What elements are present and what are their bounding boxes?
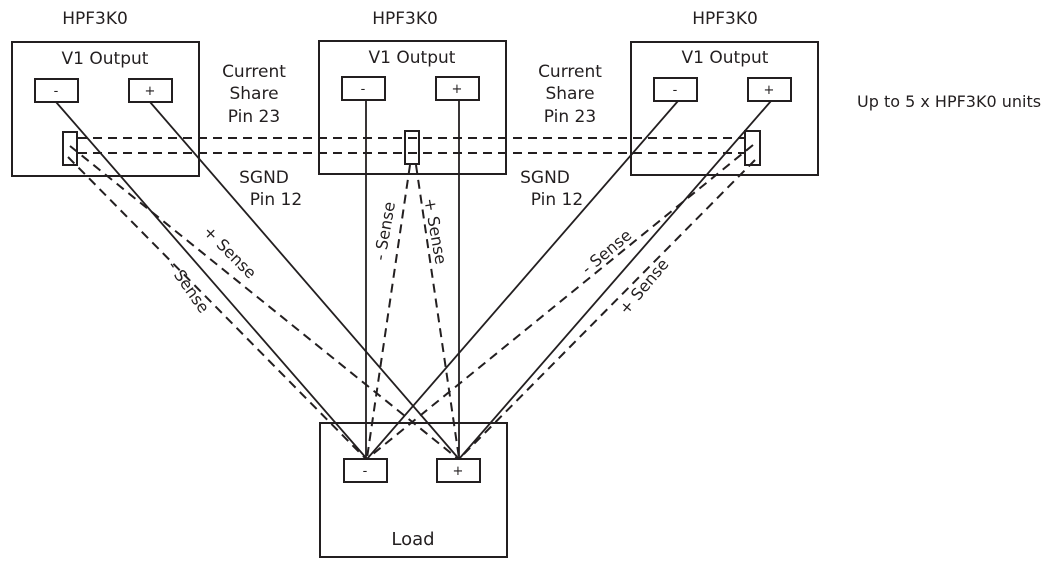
unit-2-box: [318, 40, 507, 175]
current-share-line1: Current: [222, 62, 286, 82]
unit-2: V1 Output - +: [318, 40, 507, 175]
unit-1-pos-wire: [149, 101, 460, 460]
current-share-line2: Share: [229, 84, 278, 104]
unit-1-neg-label: -: [54, 84, 59, 99]
current-share-line3: Pin 23: [228, 107, 280, 127]
unit-2-output-label: V1 Output: [369, 48, 456, 68]
unit-2-name: HPF3K0: [372, 9, 438, 29]
unit-2-pos-terminal: [435, 76, 480, 101]
unit-3-output-label: V1 Output: [682, 48, 769, 68]
unit-1: V1 Output - +: [11, 41, 200, 177]
current-share-label-2: Current Share Pin 23: [538, 62, 602, 127]
unit-2-plus-sense-wire: [415, 164, 460, 459]
unit-2-signal-connector: [404, 130, 420, 165]
load: - + Load: [319, 422, 508, 558]
sgnd-line1: SGND: [239, 168, 289, 188]
current-share-line1: Current: [538, 62, 602, 82]
sgnd-line2: Pin 12: [250, 190, 302, 210]
unit-1-plus-sense-label: + Sense: [200, 222, 261, 283]
load-neg-label: -: [363, 464, 368, 479]
unit-1-signal-connector: [62, 131, 78, 166]
unit-3-minus-sense-wire: [367, 144, 754, 459]
unit-1-box: [11, 41, 200, 177]
unit-3-pos-terminal: [747, 77, 792, 102]
unit-1-minus-sense-wire: [67, 156, 366, 459]
sgnd-label-1: SGND Pin 12: [239, 168, 302, 210]
unit-2-minus-sense-wire: [366, 164, 411, 459]
unit-3: V1 Output - +: [630, 41, 819, 176]
current-share-line2: Share: [545, 84, 594, 104]
unit-3-neg-terminal: [653, 77, 698, 102]
unit-2-neg-terminal: [341, 76, 386, 101]
unit-3-plus-sense-label: + Sense: [615, 255, 673, 318]
unit-3-name: HPF3K0: [692, 9, 758, 29]
unit-3-signal-connector: [744, 130, 761, 166]
unit-1-minus-sense-label: - Sense: [164, 257, 214, 316]
load-pos-label: +: [453, 464, 464, 479]
units-note: Up to 5 x HPF3K0 units: [857, 92, 1041, 111]
unit-1-plus-sense-wire: [69, 145, 458, 459]
unit-1-pos-label: +: [145, 84, 156, 99]
unit-2-pos-label: +: [452, 82, 463, 97]
unit-1-name: HPF3K0: [62, 9, 128, 29]
unit-3-minus-sense-label: - Sense: [578, 225, 636, 278]
load-label: Load: [391, 529, 434, 550]
unit-1-neg-wire: [55, 101, 368, 460]
unit-3-box: [630, 41, 819, 176]
unit-3-pos-label: +: [764, 83, 775, 98]
sgnd-line2: Pin 12: [531, 190, 583, 210]
unit-3-neg-label: -: [673, 83, 678, 98]
current-share-label-1: Current Share Pin 23: [222, 62, 286, 127]
unit-2-minus-sense-label: - Sense: [370, 200, 399, 262]
current-share-line3: Pin 23: [544, 107, 596, 127]
sgnd-label-2: SGND Pin 12: [520, 168, 583, 210]
unit-3-pos-wire: [458, 100, 772, 460]
sgnd-line1: SGND: [520, 168, 570, 188]
unit-3-neg-wire: [366, 100, 679, 460]
unit-3-plus-sense-wire: [459, 159, 756, 459]
unit-1-output-label: V1 Output: [62, 49, 149, 69]
unit-2-neg-label: -: [361, 82, 366, 97]
